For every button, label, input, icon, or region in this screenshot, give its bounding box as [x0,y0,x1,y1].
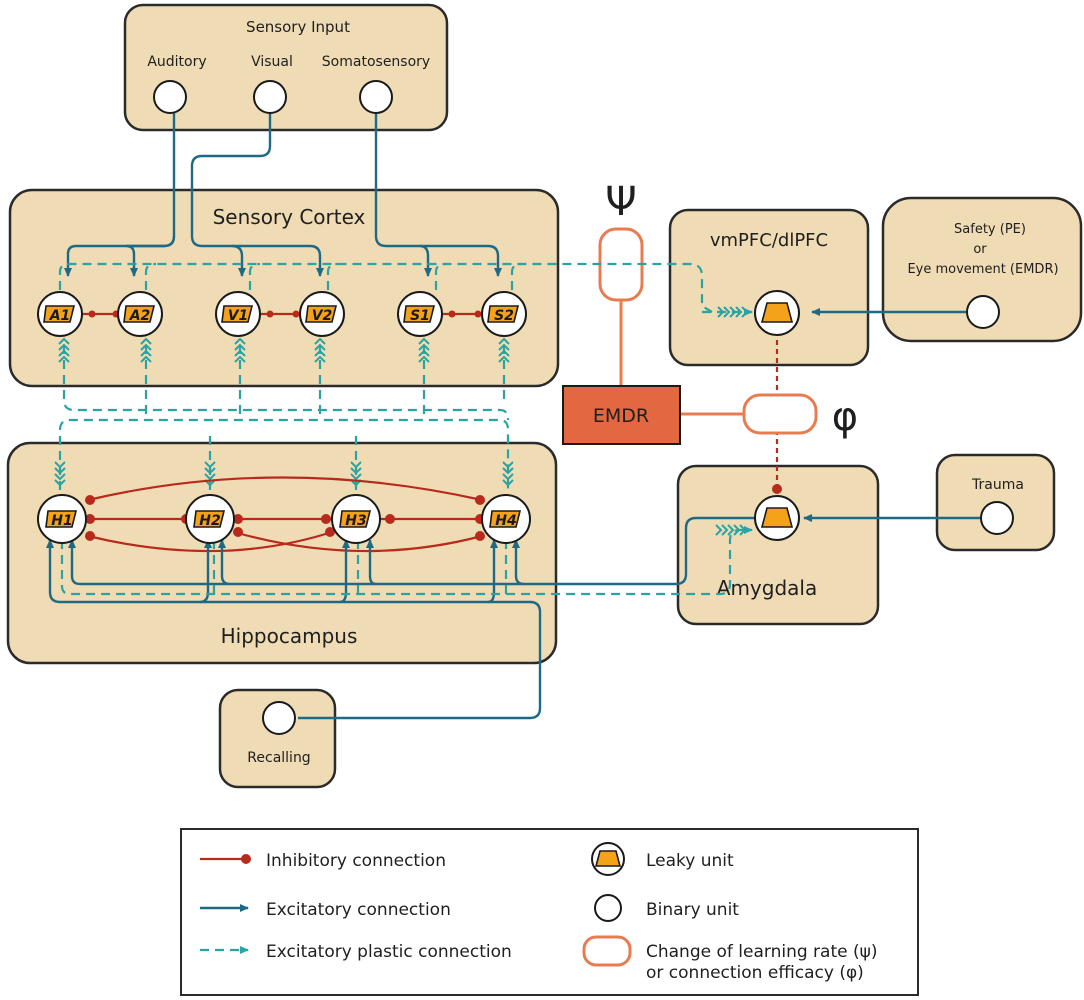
safety-label-1: Safety (PE) [954,222,1026,237]
pfc-leaky-unit [754,290,800,336]
trauma-input-node [980,501,1014,535]
phi-modulator [742,393,818,435]
sensory-input-title: Sensory Input [246,18,350,36]
input-pathways [64,112,502,277]
legend-leaky-symbol [591,842,625,876]
recalling-box [218,688,337,789]
unit-h4: H4 [481,494,531,544]
unit-v2: V2 [299,291,345,337]
psi-symbol: Ψ [605,179,636,225]
legend-leaky-label: Leaky unit [646,851,734,871]
psi-modulator [598,227,644,302]
prefrontal-box [668,208,870,367]
svg-text:H2: H2 [199,513,220,529]
svg-text:S1: S1 [410,308,430,324]
auditory-label: Auditory [147,54,206,70]
svg-text:H4: H4 [495,513,516,529]
unit-a2: A2 [117,291,163,337]
cortex-hippocampus-plastic [54,337,514,490]
legend-inhibitory-label: Inhibitory connection [266,851,446,871]
auditory-input-node [153,80,187,114]
unit-h1: H1 [37,494,87,544]
svg-text:S2: S2 [494,308,514,324]
legend-binary-label: Binary unit [646,900,739,920]
emdr-box [562,385,681,445]
safety-label-3: Eye movement (EMDR) [907,262,1058,277]
amygdala-leaky-unit [754,495,800,541]
svg-text:V1: V1 [228,308,249,324]
hippocampus-feedback [46,516,754,720]
svg-text:A2: A2 [129,308,151,324]
svg-text:H3: H3 [345,513,366,529]
legend-binary-symbol [594,894,622,922]
somatosensory-label: Somatosensory [322,54,430,70]
svg-text:H1: H1 [51,513,72,529]
legend-modulation-symbol [582,935,632,967]
sensory-cortex-title: Sensory Cortex [213,205,366,229]
unit-s1: S1 [397,291,443,337]
unit-a1: A1 [37,291,83,337]
pfc-amygdala-inhibition-end [772,484,782,494]
visual-label: Visual [251,54,293,70]
svg-text:A1: A1 [49,308,71,324]
svg-text:V2: V2 [312,308,333,324]
legend-change-label-2: or connection efficacy (φ) [646,963,864,983]
safety-label-2: or [973,242,987,257]
hippocampus-title: Hippocampus [221,624,358,648]
visual-input-node [253,80,287,114]
emdr-label: EMDR [593,405,649,427]
prefrontal-title: vmPFC/dlPFC [710,230,828,251]
sensory-cortex-box [8,188,560,388]
unit-s2: S2 [481,291,527,337]
hippocampus-inhibition [85,476,485,553]
unit-h2: H2 [185,494,235,544]
hippocampus-box [6,441,558,665]
legend-change-label-1: Change of learning rate (ψ) [646,942,877,962]
somatosensory-input-node [359,80,393,114]
amygdala-title: Amygdala [717,576,817,600]
recalling-label: Recalling [247,750,310,766]
safety-box [881,196,1083,343]
safety-input-node [966,295,1000,329]
phi-symbol: φ [832,394,858,440]
unit-v1: V1 [215,291,261,337]
recalling-input-node [262,701,296,735]
legend: Inhibitory connection Excitatory connect… [180,828,919,996]
cortex-to-pfc-plastic [58,262,753,318]
legend-plastic-label: Excitatory plastic connection [266,942,512,962]
trauma-label: Trauma [971,477,1024,493]
legend-excitatory-label: Excitatory connection [266,900,451,920]
unit-h3: H3 [331,494,381,544]
cortex-inhibition [82,310,484,318]
legend-box [180,828,919,996]
